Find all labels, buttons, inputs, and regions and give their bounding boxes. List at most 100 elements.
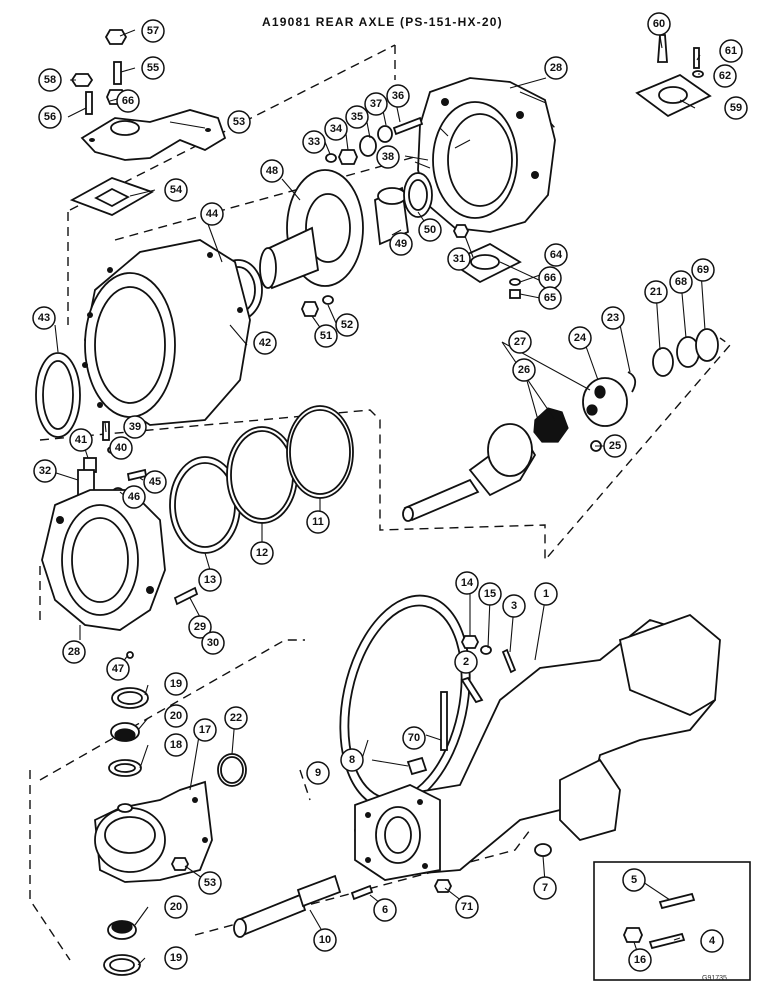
callouts: 57 55 58 66 56 53 54 60 61 62 59 28 36 3…: [32, 12, 748, 972]
callout-68: 66: [116, 89, 140, 113]
callout-32: 31: [447, 247, 471, 271]
callout-11-label: 11: [312, 516, 324, 528]
stud-2-part: [460, 676, 484, 704]
callout-57-label: 55: [147, 62, 159, 74]
callout-10-label: 10: [319, 934, 331, 946]
washer-53-part: [322, 295, 334, 305]
callout-63-label: 61: [725, 45, 737, 57]
callout-34-label: 33: [308, 136, 320, 148]
nut-16-part: [623, 927, 643, 943]
callout-27: 27: [508, 330, 532, 354]
callout-72-label: 71: [461, 901, 473, 913]
callout-61-label: 59: [730, 102, 742, 114]
callout-43: 42: [253, 331, 277, 355]
callout-65-label: 64: [550, 249, 563, 261]
callout-28-label: 28: [68, 646, 80, 658]
callout-5: 5: [622, 868, 646, 892]
callout-38: 37: [364, 92, 388, 116]
callout-38-label: 37: [370, 98, 382, 110]
callout-19-top-label: 19: [170, 678, 182, 690]
leader-lines: [49, 29, 706, 966]
callout-22-label: 22: [230, 712, 242, 724]
callout-22: 22: [224, 706, 248, 730]
stud-5-part: [658, 892, 696, 910]
parts: [35, 29, 751, 981]
callout-58-label: 56: [44, 111, 56, 123]
bearing-cup-bottom-part: [103, 954, 141, 976]
callout-48-label: 47: [112, 663, 124, 675]
callout-17: 17: [193, 718, 217, 742]
callout-21-label: 21: [650, 286, 662, 298]
brake-carrier-part: [41, 489, 166, 631]
callout-66-label: 65: [544, 292, 556, 304]
star-gear-part: [533, 407, 569, 443]
callout-62-label: 60: [653, 18, 665, 30]
callout-3-label: 3: [511, 600, 517, 612]
callout-66: 65: [538, 286, 562, 310]
stud-4-part: [648, 932, 686, 950]
washer-15-part: [480, 645, 492, 655]
callout-8-label: 8: [349, 754, 355, 766]
callout-35-label: 34: [330, 123, 343, 135]
callout-9-label: 9: [315, 767, 321, 779]
stud-part: [113, 61, 122, 85]
nut-35-part: [338, 149, 358, 165]
callout-70-label: 69: [697, 264, 709, 276]
callout-39: 38: [376, 145, 400, 169]
callout-45-label: 44: [206, 208, 219, 220]
callout-57: 55: [141, 56, 165, 80]
callout-33: 32: [33, 459, 57, 483]
seal-18-part: [108, 759, 142, 777]
callout-19-bottom-label: 19: [170, 952, 182, 964]
callout-62: 60: [647, 12, 671, 36]
callout-28: 28: [62, 640, 86, 664]
callout-16: 16: [628, 948, 652, 972]
callout-64: 62: [713, 64, 737, 88]
callout-13-label: 13: [204, 574, 216, 586]
callout-51: 50: [418, 218, 442, 242]
bolt-30-part: [173, 586, 199, 606]
pin-46-part: [126, 468, 148, 482]
callout-19-top: 19: [164, 672, 188, 696]
callout-61: 59: [724, 96, 748, 120]
callout-54-label: 53: [204, 877, 216, 889]
callout-69: 68: [669, 270, 693, 294]
callout-56: 54: [164, 178, 188, 202]
hub-assembly-outline: [39, 337, 732, 562]
inset-box: [593, 861, 751, 981]
snap-ring-part: [627, 371, 637, 393]
spring-part: [359, 135, 377, 157]
callout-43-label: 42: [259, 337, 271, 349]
callout-54: 53: [198, 871, 222, 895]
callout-41: 40: [109, 436, 133, 460]
callout-72: 71: [455, 895, 479, 919]
cover-bolt-part: [693, 47, 700, 69]
plug-7-part: [534, 843, 552, 857]
callout-52-label: 51: [320, 330, 332, 342]
callout-68-label: 66: [122, 95, 134, 107]
callout-21: 21: [644, 280, 668, 304]
callout-15: 15: [478, 582, 502, 606]
plug-48-part: [126, 651, 134, 659]
callout-40-label: 39: [129, 421, 141, 433]
callout-49-label: 48: [266, 165, 278, 177]
callout-4: 4: [700, 929, 724, 953]
callout-55: 53: [227, 110, 251, 134]
housing-flange-part: [417, 77, 556, 233]
callout-18: 18: [164, 733, 188, 757]
callout-26-label: 26: [518, 364, 530, 376]
callout-15-label: 15: [484, 588, 496, 600]
callout-14-label: 14: [461, 577, 474, 589]
callout-67-label: 66: [544, 272, 556, 284]
callout-14: 14: [455, 571, 479, 595]
callout-30-label: 29: [194, 621, 206, 633]
callout-51-label: 50: [424, 224, 436, 236]
callout-71: 70: [402, 726, 426, 750]
callout-12-label: 12: [256, 547, 268, 559]
callout-31-label: 30: [207, 637, 219, 649]
stud-3-part: [501, 648, 517, 674]
callout-16-label: 16: [634, 954, 646, 966]
ring-70-part: [695, 328, 719, 362]
ring-12-part: [226, 426, 298, 524]
callout-20-bottom: 20: [164, 895, 188, 919]
